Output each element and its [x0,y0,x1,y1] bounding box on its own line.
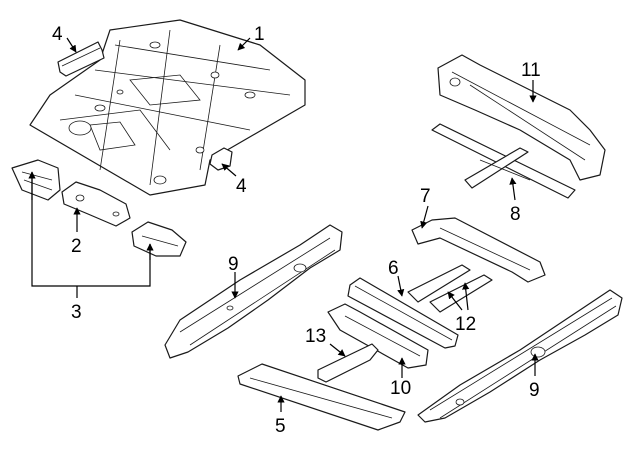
center-rail-10 [327,303,429,369]
callout-6: 6 [388,258,399,279]
frame-rail-left [164,224,343,359]
callout-9-left: 9 [228,254,239,275]
callout-7: 7 [420,186,431,207]
callout-3: 3 [71,302,82,323]
callout-labels: 1 4 4 2 3 9 11 8 7 6 12 13 10 9 5 [52,24,541,437]
callout-1: 1 [254,24,265,45]
bracket-13 [317,343,379,383]
reinforcements-12 [407,264,493,313]
callout-12: 12 [455,314,476,335]
sill-left [11,159,61,201]
leader-lines [28,37,539,412]
sill-center [61,181,131,227]
center-rail-6 [347,277,459,349]
callout-13: 13 [305,326,326,347]
frame-rail-right [417,289,623,423]
callout-8: 8 [510,204,521,225]
callout-11: 11 [521,60,541,81]
callout-2: 2 [71,236,82,257]
cross-member-5 [237,363,406,431]
callout-5: 5 [275,416,286,437]
rear-member-7 [411,217,546,283]
cross-member-8 [431,123,576,199]
sill-right [131,221,187,257]
callout-10: 10 [390,378,411,399]
callout-4-lower: 4 [236,176,247,197]
callout-9-right: 9 [529,380,540,401]
rear-panel [437,54,606,181]
floor-pan [29,19,306,196]
callout-4-upper: 4 [52,24,63,45]
bracket-upper [57,41,105,77]
